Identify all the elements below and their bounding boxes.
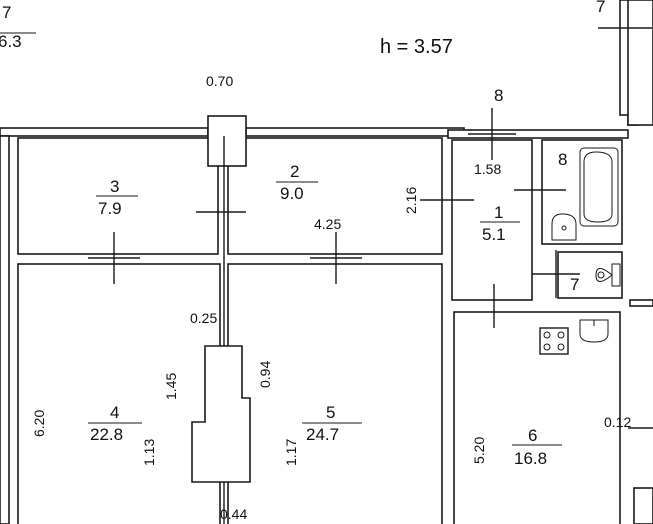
room-6-area: 16.8 [514, 449, 547, 468]
room-5-number: 5 [326, 403, 335, 422]
dim-145: 1.45 [163, 373, 179, 400]
dim-070: 0.70 [206, 73, 233, 89]
room-4-area: 22.8 [90, 425, 123, 444]
room-3-area: 7.9 [98, 199, 122, 218]
door-markers [88, 27, 653, 524]
vent-block-center [191, 345, 251, 483]
dim-216: 2.16 [403, 187, 419, 214]
room-1 [451, 139, 533, 301]
room-7a-area: 6.3 [0, 32, 22, 51]
dim-158: 1.58 [474, 161, 501, 177]
stove-icon [539, 327, 569, 355]
room-6-kitchen [453, 311, 621, 524]
dim-425: 4.25 [314, 216, 341, 232]
room-8-number: 8 [558, 150, 567, 169]
room-7b-number: 7 [570, 275, 579, 294]
room-4-number: 4 [110, 403, 119, 422]
ceiling-height-label: h = 3.57 [380, 36, 453, 58]
dim-025: 0.25 [190, 310, 217, 326]
dim-094: 0.94 [257, 361, 273, 388]
room-7c-number: 7 [596, 0, 605, 16]
dim-012: 0.12 [604, 414, 631, 430]
room-3-number: 3 [110, 177, 119, 196]
room-7a-number: 7 [2, 3, 11, 22]
room-1-number: 1 [494, 203, 503, 222]
dim-8: 8 [494, 86, 503, 105]
bathtub-icon [579, 147, 619, 227]
area-underlines [0, 32, 562, 446]
room-2-number: 2 [290, 162, 299, 181]
room-5-area: 24.7 [306, 425, 339, 444]
dim-044: 0.44 [220, 506, 247, 522]
room-2 [227, 137, 443, 255]
dim-620: 6.20 [31, 410, 47, 437]
toilet-icon [595, 263, 621, 287]
kitchen-sink-icon [579, 319, 609, 343]
room-4 [17, 263, 221, 524]
sink-icon [551, 213, 577, 241]
room-8-bathroom [541, 139, 623, 245]
room-1-area: 5.1 [482, 225, 506, 244]
dim-113: 1.13 [141, 439, 157, 466]
dim-117: 1.17 [283, 439, 299, 466]
room-2-area: 9.0 [280, 184, 304, 203]
vent-block-top [207, 115, 247, 167]
room-6-number: 6 [528, 426, 537, 445]
room-5 [227, 263, 443, 524]
dim-520: 5.20 [471, 437, 487, 464]
